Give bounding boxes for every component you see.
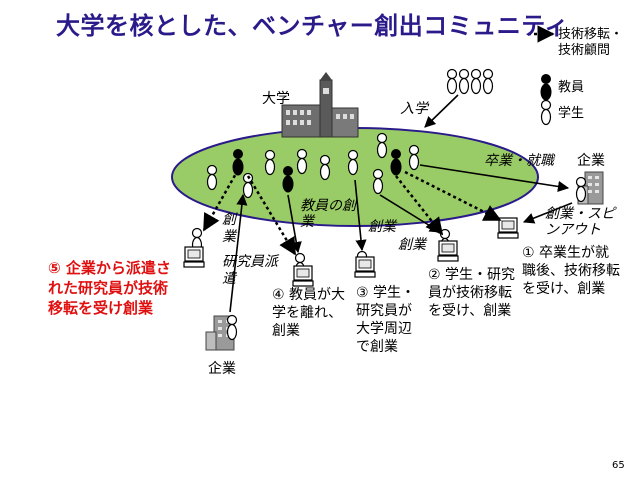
admission-arrow <box>424 94 459 128</box>
legend-tech-advisor-label: 技術顧問 <box>558 43 611 58</box>
spinout-label: 創業・スピンアウト <box>545 206 615 238</box>
student-icon <box>376 132 388 159</box>
faculty-startup-label: 教員の創業 <box>300 198 356 230</box>
case-1-text: ① 卒業生が就職後、技術移転を受け、創業 <box>522 245 620 297</box>
computer-icon <box>497 217 519 239</box>
startup-label-2: 創業 <box>398 237 426 253</box>
student-icon <box>470 68 482 95</box>
legend-student-label: 学生 <box>558 106 585 121</box>
faculty-icon <box>390 149 402 176</box>
student-icon <box>372 168 384 195</box>
university-building-icon <box>281 72 359 138</box>
faculty-startup-arrow <box>287 194 302 254</box>
page-number: 65 <box>612 460 625 471</box>
research-dispatch-label: 研究員派遣 <box>222 254 278 287</box>
legend-tech-transfer-label: 技術移転・ <box>558 27 624 42</box>
graduation-arrow <box>419 164 570 192</box>
startup-arrow-3 <box>354 179 367 252</box>
student-icon <box>226 314 238 341</box>
startup-label-3: 創業 <box>368 219 396 235</box>
faculty-icon <box>282 166 294 193</box>
student-icon <box>347 149 359 176</box>
legend-student-icon <box>540 99 552 126</box>
page-title: 大学を核とした、ベンチャー創出コミュニティ <box>56 12 569 40</box>
student-icon <box>482 68 494 95</box>
computer-icon <box>437 240 459 262</box>
student-icon <box>575 176 587 203</box>
graduation-label: 卒業・就職 <box>484 153 554 169</box>
tech-transfer-arrow-2 <box>395 175 444 236</box>
student-icon <box>458 68 470 95</box>
computer-icon <box>292 265 314 287</box>
university-label: 大学 <box>262 91 290 107</box>
student-icon <box>446 68 458 95</box>
student-icon <box>319 154 331 181</box>
legend-faculty-icon <box>540 74 552 101</box>
legend-faculty-label: 教員 <box>558 80 585 95</box>
case-2-text: ② 学生・研究員が技術移転を受け、創業 <box>428 267 516 319</box>
student-icon <box>206 164 218 191</box>
spinout-arrow <box>522 202 573 224</box>
student-icon <box>296 148 308 175</box>
computer-icon <box>354 256 376 278</box>
startup-vertical-label: 創業 <box>222 212 236 245</box>
company-bottom-label: 企業 <box>208 361 236 377</box>
case-5-highlight-text: ⑤ 企業から派遣された研究員が技術移転を受け創業 <box>48 259 171 317</box>
student-icon <box>408 144 420 171</box>
case-4-text: ④ 教員が大学を離れ、創業 <box>272 287 346 339</box>
computer-icon <box>183 246 205 268</box>
admission-label: 入学 <box>400 101 428 117</box>
dispatch-arrow <box>229 193 248 313</box>
company-right-label: 企業 <box>577 153 605 169</box>
student-icon <box>264 149 276 176</box>
case-3-text: ③ 学生・研究員が大学周辺で創業 <box>356 285 416 355</box>
